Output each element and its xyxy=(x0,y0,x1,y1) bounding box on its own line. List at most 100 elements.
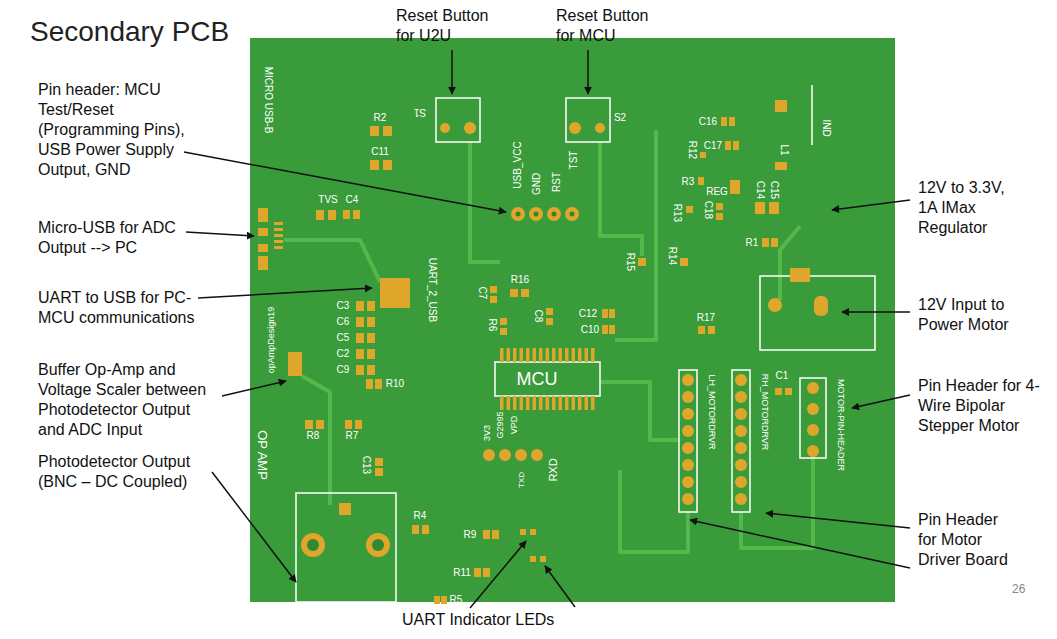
through-hole-pad xyxy=(735,493,747,505)
leader-arrow xyxy=(842,311,910,313)
callout-text: Pin header: MCU Test/Reset (Programming … xyxy=(38,80,210,180)
silkscreen-label: C17 xyxy=(704,141,722,151)
silkscreen-label: C4 xyxy=(346,195,359,205)
drill-hole xyxy=(307,539,319,551)
solder-pad xyxy=(540,556,546,562)
silkscreen-label: C2 xyxy=(337,349,350,359)
solder-pad xyxy=(474,568,481,577)
silkscreen-outline xyxy=(679,370,697,512)
through-hole-pad xyxy=(511,207,525,221)
callout-text: Pin Header for Motor Driver Board xyxy=(918,510,1018,570)
copper-trace xyxy=(302,376,330,505)
silkscreen-label: TST xyxy=(569,151,579,170)
solder-pad xyxy=(725,141,731,150)
through-hole-pad xyxy=(440,123,450,133)
solder-pad xyxy=(716,203,723,210)
solder-pad xyxy=(771,238,778,247)
callout-text: UART to USB for PC-MCU communications xyxy=(38,288,203,328)
callout-text: 12V to 3.3V, 1A IMax Regulator xyxy=(918,178,1026,238)
copper-trace xyxy=(600,142,642,256)
solder-pad xyxy=(328,210,336,220)
solder-pad xyxy=(483,568,490,577)
through-hole-pad xyxy=(301,533,325,557)
solder-pad xyxy=(686,206,693,213)
through-hole-pad xyxy=(682,391,694,403)
solder-pad xyxy=(490,286,497,293)
solder-pad xyxy=(367,333,375,343)
solder-pad xyxy=(367,349,375,359)
silkscreen-label: C16 xyxy=(699,117,717,127)
callout-text: Photodetector Output (BNC – DC Coupled) xyxy=(38,452,213,492)
silkscreen-label: VPD xyxy=(510,416,519,435)
solder-pad xyxy=(258,256,268,270)
solder-pad xyxy=(708,326,715,334)
copper-trace xyxy=(284,130,813,552)
leader-arrow xyxy=(212,472,296,582)
leader-arrow xyxy=(184,50,910,608)
silkscreen-label: R15 xyxy=(625,253,635,271)
solder-pad xyxy=(729,117,735,126)
solder-pad xyxy=(274,234,283,237)
solder-pad xyxy=(698,177,704,185)
through-hole-pad xyxy=(483,449,495,461)
solder-pad xyxy=(258,228,268,236)
solder-pad xyxy=(510,289,518,297)
silkscreen-label: RXD xyxy=(548,458,559,481)
copper-trace xyxy=(780,226,800,300)
through-hole-pad xyxy=(735,425,747,437)
solder-pad xyxy=(609,325,615,334)
silkscreen-label: TXD xyxy=(518,472,526,488)
solder-pad xyxy=(638,258,646,266)
silkscreen-label: TVS xyxy=(318,195,337,205)
through-hole-pad xyxy=(682,374,694,386)
silkscreen-label: UART_2_USB xyxy=(427,258,437,322)
leader-arrow xyxy=(766,513,910,528)
through-hole-pad xyxy=(807,403,819,415)
through-hole-pad xyxy=(735,476,747,488)
silkscreen-label: MOTOR-PIN-HEADER xyxy=(836,379,845,471)
silkscreen-label: 3V3 xyxy=(483,425,492,441)
silkscreen-label: R11 xyxy=(453,568,471,578)
leader-arrow xyxy=(852,395,910,408)
solder-pad xyxy=(785,388,792,395)
solder-pad xyxy=(721,117,727,126)
leader-arrow xyxy=(545,566,575,607)
through-hole-pad xyxy=(515,449,527,461)
silkscreen-label: R3 xyxy=(682,177,695,187)
silkscreen-label: C7 xyxy=(477,287,487,300)
solder-pad xyxy=(490,296,497,303)
solder-pad xyxy=(258,100,828,604)
silkscreen-label: S2 xyxy=(614,113,626,123)
silkscreen-label: OP AMP xyxy=(256,430,269,480)
silkscreen-label: C12 xyxy=(579,309,597,319)
silkscreen-label: R13 xyxy=(672,204,682,222)
solder-pad xyxy=(316,210,324,220)
solder-pad xyxy=(375,468,383,476)
silkscreen-label: R8 xyxy=(307,431,320,441)
through-hole-pad xyxy=(301,122,819,557)
solder-pad xyxy=(274,240,283,243)
solder-pad xyxy=(305,420,313,429)
solder-pad xyxy=(375,379,382,389)
silkscreen-label: C9 xyxy=(337,365,350,375)
silkscreen-label: R10 xyxy=(386,379,404,389)
silkscreen-label: C14 xyxy=(755,181,765,199)
pcb-board xyxy=(250,38,895,602)
solder-pad xyxy=(546,318,553,325)
silkscreen-label: opAmpDesign19 xyxy=(267,307,276,374)
through-hole-pad xyxy=(735,391,747,403)
solder-pad xyxy=(546,308,553,315)
solder-pad xyxy=(602,325,608,334)
solder-pad xyxy=(530,556,536,562)
solder-pad xyxy=(520,529,526,535)
solder-pad xyxy=(716,213,723,220)
silkscreen-label: C3 xyxy=(337,301,350,311)
solder-pad xyxy=(355,420,362,429)
silkscreen-label: R9 xyxy=(464,530,477,540)
callout-text: 12V Input to Power Motor xyxy=(918,295,1026,335)
solder-pad xyxy=(343,210,350,219)
leader-arrow xyxy=(470,541,526,608)
silkscreen-label: C11 xyxy=(371,147,389,157)
silkscreen-label: C5 xyxy=(337,333,350,343)
drill-hole xyxy=(534,212,539,217)
